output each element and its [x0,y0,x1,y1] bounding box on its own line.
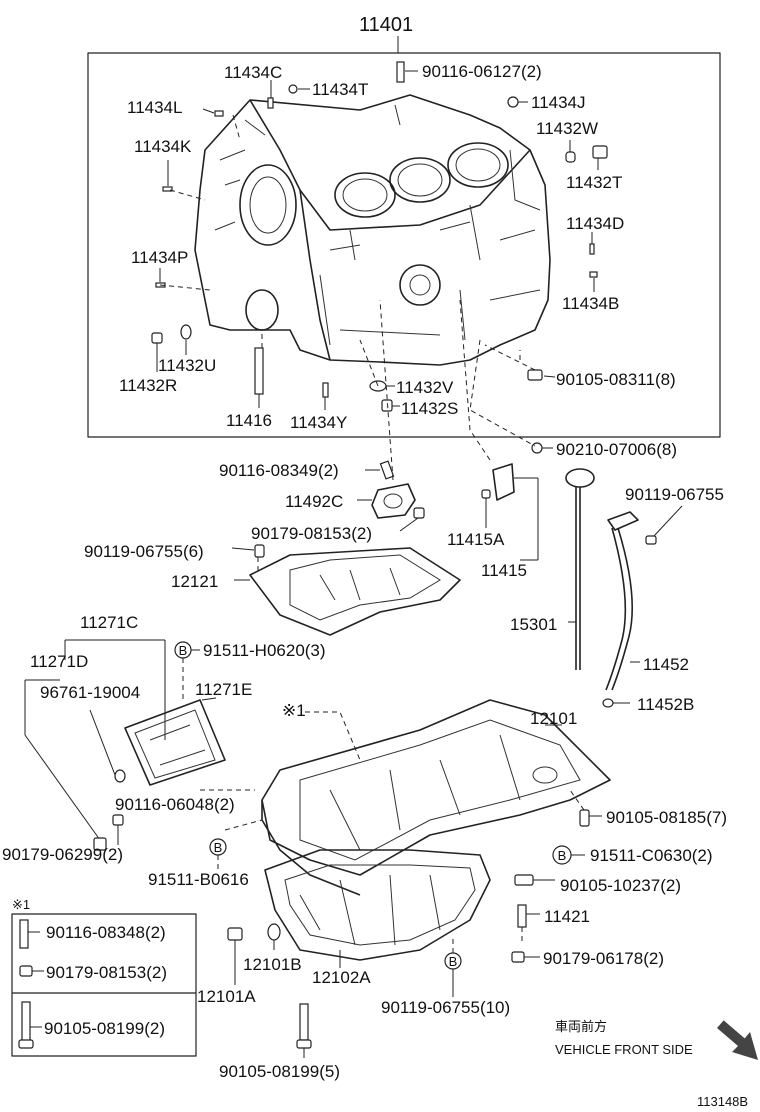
note-symbol-box: ※1 [12,897,30,912]
oil-pan-illustration [261,699,611,968]
label-90105-08185: 90105-08185(7) [606,808,727,827]
label-11416: 11416 [226,411,272,430]
diagram-id-code: 113148B [697,1094,748,1109]
label-90116-08348: 90116-08348(2) [46,923,166,942]
label-11421: 11421 [544,907,590,926]
label-91511-C0630: 91511-C0630(2) [590,846,713,865]
label-11434B: 11434B [562,294,619,313]
label-11452: 11452 [643,655,689,674]
note-box: ※1 [11,897,197,1057]
label-11271D: 11271D [30,652,88,671]
label-11271C: 11271C [80,613,138,632]
label-12102A: 12102A [312,968,371,987]
label-90105-10237: 90105-10237(2) [560,876,681,895]
label-90179-08153: 90179-08153(2) [251,524,372,543]
label-90179-06299: 90179-06299(2) [2,845,123,864]
label-11432U: 11432U [158,356,216,375]
block-small-parts [151,61,608,412]
label-11434Y: 11434Y [290,413,347,432]
label-90105-08199-5: 90105-08199(5) [219,1062,340,1081]
label-90179-06178: 90179-06178(2) [543,949,664,968]
label-11434K: 11434K [134,137,192,156]
label-90116-08349: 90116-08349(2) [219,461,339,480]
note-symbol-top: ※1 [282,701,306,720]
label-11432S: 11432S [401,399,458,418]
label-12101A: 12101A [197,987,256,1006]
circle-marker-b: B [558,848,567,863]
label-90119-06755: 90119-06755 [625,485,724,504]
label-90119-06755-10: 90119-06755(10) [381,998,510,1017]
orientation-english: VEHICLE FRONT SIDE [555,1042,693,1057]
label-11434D: 11434D [566,214,624,233]
label-11432T: 11432T [566,173,622,192]
label-11434L: 11434L [127,98,182,117]
label-90119-06755-6: 90119-06755(6) [84,542,204,561]
label-11432V: 11432V [396,378,454,397]
label-12121: 12121 [171,572,218,591]
label-90116-06048: 90116-06048(2) [115,795,235,814]
cylinder-block-group-frame [87,52,721,438]
label-11415: 11415 [481,561,527,580]
part-labels: 11401 11434C 11434T 90116-06127(2) 11434… [2,14,748,1109]
label-91511-H0620: 91511-H0620(3) [203,641,326,660]
cover-parts-left: B [24,639,255,851]
circle-marker-b: B [179,643,188,658]
label-90210-07006: 90210-07006(8) [556,440,677,459]
label-11432R: 11432R [119,376,177,395]
circle-marker-b: B [214,840,223,855]
label-90116-06127: 90116-06127(2) [422,62,542,81]
label-12101: 12101 [530,709,577,728]
label-15301: 15301 [510,615,557,634]
middle-region-parts [231,299,683,708]
label-11434J: 11434J [531,93,586,112]
label-11452B: 11452B [637,695,694,714]
label-11434T: 11434T [312,80,368,99]
label-90179-08153-note: 90179-08153(2) [46,963,167,982]
label-96761-19004: 96761-19004 [40,683,140,702]
label-11432W: 11432W [536,119,598,138]
orientation-japanese: 車両前方 [555,1019,607,1034]
label-11415A: 11415A [447,530,505,549]
label-11434P: 11434P [131,248,188,267]
oil-pan-small-parts: ※1 B B B [209,701,602,1058]
label-90105-08199-note: 90105-08199(2) [44,1019,165,1038]
cylinder-block-illustration [194,94,551,366]
block-leader-lines [156,70,599,410]
label-11401: 11401 [359,14,413,36]
label-11271E: 11271E [195,680,252,699]
circle-marker-b: B [449,954,458,969]
label-12101B: 12101B [243,955,302,974]
label-90105-08311: 90105-08311(8) [556,370,676,389]
label-11434C: 11434C [224,63,282,82]
label-91511-B0616: 91511-B0616 [148,870,249,889]
label-11492C: 11492C [285,492,343,511]
vehicle-front-arrow-icon [717,1019,758,1060]
